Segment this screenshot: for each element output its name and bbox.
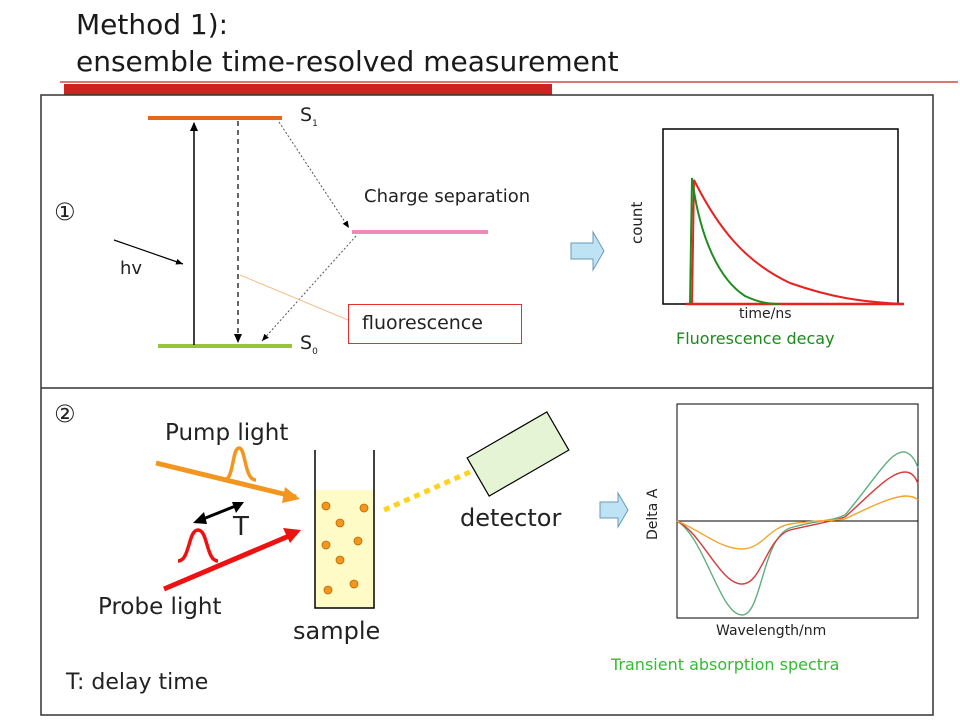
ta-curve-green [676,451,919,616]
fluorescence-label-box [348,304,522,344]
ta-caption: Transient absorption spectra [611,655,840,674]
hv-label: hv [120,258,143,279]
title-underline-bar [64,84,552,95]
charge-recombination-arrow [261,235,357,342]
probe-beam [163,530,297,592]
panel-1-marker: ① [54,198,76,226]
ta-curve-orange [676,495,919,550]
delay-time-note: T: delay time [66,670,209,695]
ta-y-axis-label: Delta A [645,488,661,540]
pump-beam-head [282,487,300,503]
ta-x-axis-label: Wavelength/nm [716,623,827,639]
pump-light-label: Pump light [165,420,289,446]
charge-separation-label: Charge separation [364,186,531,207]
fluorescence-pointer-line [239,274,349,321]
decay-curve-red [691,179,905,305]
decay-graph-frame [662,128,899,305]
delay-t-label: T [233,512,249,542]
panel-2-marker: ② [54,400,76,428]
probe-light-label: Probe light [98,594,222,620]
probe-pulse-icon [177,528,219,563]
panel-frame [40,94,934,716]
pump-pulse-icon [223,446,257,482]
hv-photon-arrow [113,239,184,265]
sample-cuvette [314,450,375,609]
delay-arrow-head-left [193,512,207,524]
decay-caption: Fluorescence decay [676,329,835,348]
charge-transfer-arrow [278,121,350,229]
fluorescence-label: fluorescence [362,312,483,334]
ta-curve-red [676,471,919,585]
page-title-line-1: Method 1): [76,8,229,41]
decay-x-axis-label: time/ns [739,306,792,322]
page-title-line-2: ensemble time-resolved measurement [76,45,619,78]
right-arrow-icon [570,230,605,272]
decay-y-axis-label: count [628,201,646,244]
probe-signal-beam [382,469,472,513]
s1-label: S1 [300,104,318,129]
detector-label: detector [460,504,562,532]
probe-beam-head [283,528,301,543]
delay-arrow-head-right [232,502,244,513]
sample-molecules [321,501,369,595]
s0-label: S0 [300,332,318,357]
decay-curve-green [689,177,781,305]
right-arrow-icon-2 [599,491,629,529]
ta-graph-frame [676,403,919,619]
sample-label: sample [293,617,381,645]
detector-box [466,411,570,497]
